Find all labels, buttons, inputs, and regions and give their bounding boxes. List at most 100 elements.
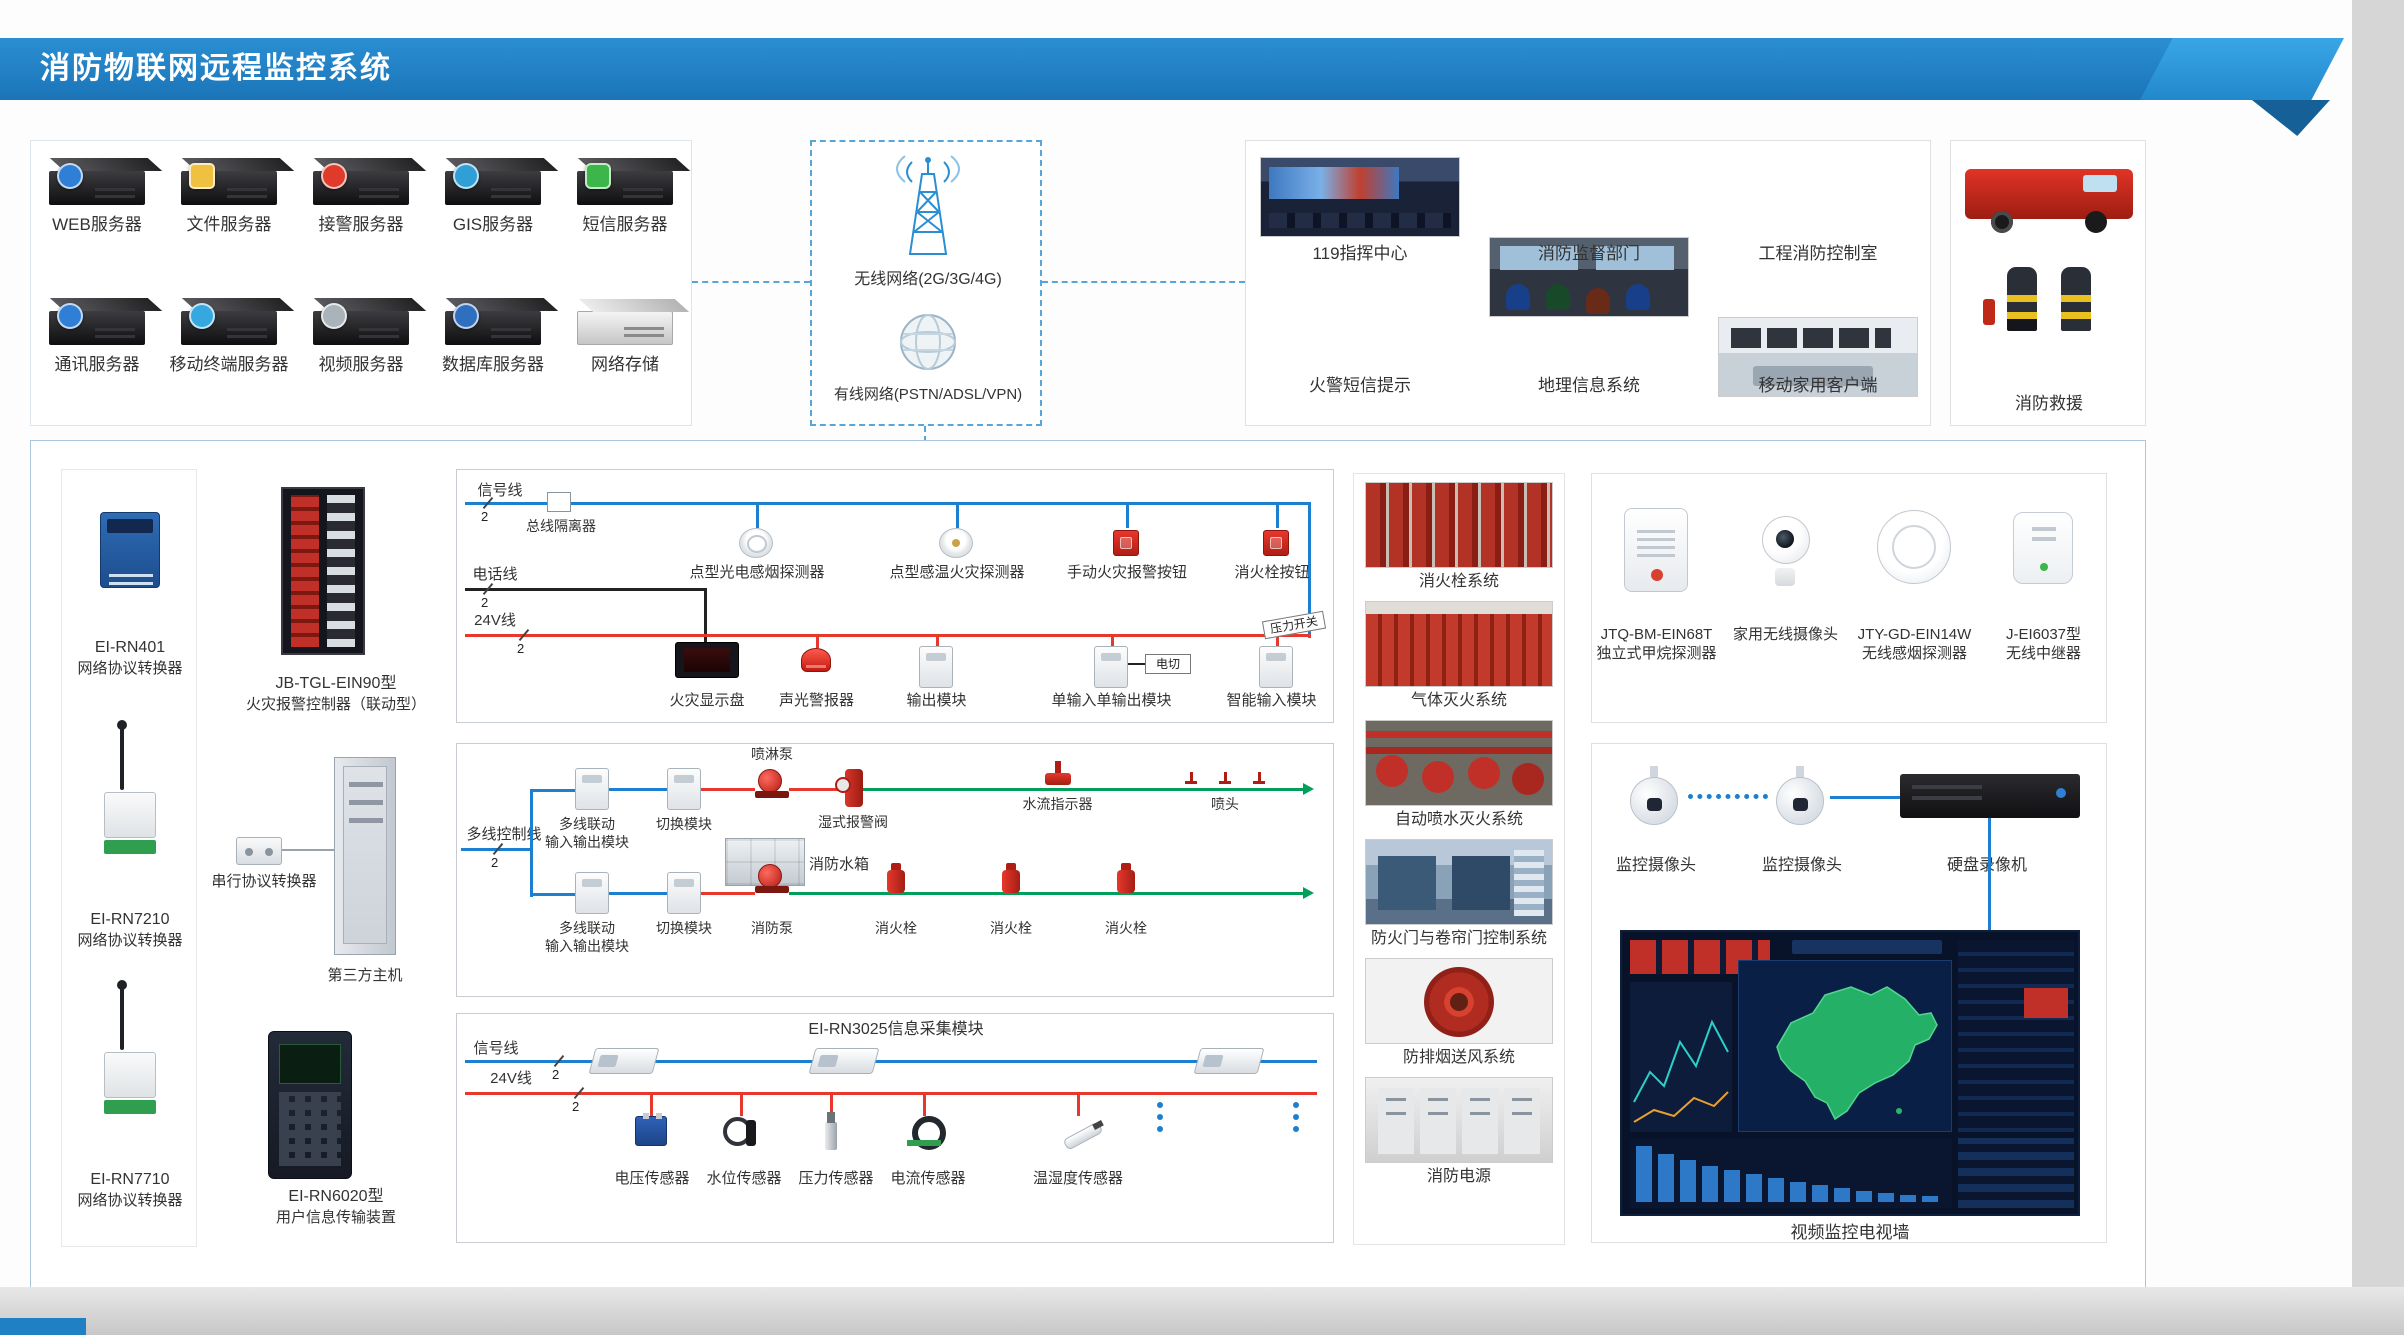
server-cell: 数据库服务器 <box>427 297 559 375</box>
server-label: 网络存储 <box>591 355 659 374</box>
dashboard-title-bar <box>1792 940 1942 954</box>
wireless-device-label: JTY-GD-EIN14W 无线感烟探测器 <box>1857 626 1972 662</box>
serial-converter-icon <box>236 837 282 865</box>
smoke-exhaust-fan-photo <box>1365 958 1553 1044</box>
sounder-strobe-icon <box>801 648 831 672</box>
server-label: 数据库服务器 <box>442 355 544 374</box>
device-label: 输出模块 <box>906 692 967 709</box>
video-server-icon <box>313 303 409 345</box>
device-stub <box>1276 505 1279 528</box>
system-label: 自动喷水灭火系统 <box>1394 811 1523 828</box>
multiline-io-module-icon <box>575 872 609 914</box>
device-label: 消火栓按钮 <box>1234 564 1310 581</box>
sensor-label: 温湿度传感器 <box>1032 1170 1123 1187</box>
video-wall-label: 视频监控电视墙 <box>1790 1223 1910 1242</box>
controller-name: 火灾报警控制器（联动型） <box>245 696 426 713</box>
third-party-host-label: 第三方主机 <box>327 967 403 984</box>
dashboard-line-charts <box>1630 982 1732 1132</box>
device-label: 水流指示器 <box>1022 796 1093 812</box>
water-level-sensor-icon <box>723 1114 759 1148</box>
wire-count-tick: 2 <box>572 1086 590 1116</box>
header-accent-ribbon <box>2140 38 2344 100</box>
database-server-icon <box>445 303 541 345</box>
wireless-device-label: JTQ-BM-EIN68T 独立式甲烷探测器 <box>1596 626 1717 662</box>
device-stub <box>1276 636 1279 648</box>
wire <box>609 788 667 791</box>
ei-rn6020-device-icon <box>268 1031 352 1179</box>
wire-count-tick: 2 <box>481 582 499 612</box>
fire-alarm-controller-icon <box>281 487 365 655</box>
camera-label: 监控摄像头 <box>1761 857 1842 874</box>
globe-icon <box>453 163 479 189</box>
system-label: 防排烟送风系统 <box>1402 1049 1515 1066</box>
system-label: 防火门与卷帘门控制系统 <box>1370 930 1547 947</box>
device-stub <box>816 636 819 648</box>
film-reel-icon <box>321 303 347 329</box>
controller-column: JB-TGL-EIN90型 火灾报警控制器（联动型） 串行协议转换器 第三方主机… <box>211 469 446 1247</box>
folder-icon <box>189 163 215 189</box>
server-label: 接警服务器 <box>318 215 404 234</box>
extinguisher-icon <box>1983 299 1995 325</box>
device-label: 单输入单输出模块 <box>1051 692 1172 709</box>
network-storage-icon <box>577 311 673 345</box>
server-cell: 视频服务器 <box>295 297 427 375</box>
collector-module-icon <box>588 1048 660 1074</box>
sensor-label: 电压传感器 <box>614 1170 690 1187</box>
sensor-stub <box>830 1094 833 1116</box>
system-item: 气体灭火系统 <box>1356 601 1562 711</box>
ei-rn7710-device-icon <box>90 980 170 1132</box>
server-cell: 通讯服务器 <box>31 297 163 375</box>
wire <box>701 892 755 895</box>
controller-model: JB-TGL-EIN90型 <box>275 675 397 692</box>
device-stub <box>756 505 759 528</box>
water-tank-label: 消防水箱 <box>809 856 870 873</box>
camera-label: 监控摄像头 <box>1615 857 1696 874</box>
power-cut-tag: 电切 <box>1145 654 1191 674</box>
sensor-stub <box>923 1094 926 1116</box>
voltage-sensor-icon <box>635 1113 667 1146</box>
pressure-sensor-icon <box>823 1112 839 1150</box>
fire-power-supply-photo <box>1365 1077 1553 1163</box>
phone-line <box>465 588 707 591</box>
fire-door-control-photo <box>1365 839 1553 925</box>
power-bus-line <box>465 1092 1317 1095</box>
wire-count-tick: 2 <box>481 496 499 526</box>
converter-name: 网络协议转换器 <box>77 1192 183 1209</box>
firefighters-icon <box>1973 257 2125 343</box>
china-map-shape <box>1776 986 1938 1121</box>
device-label: 消火栓 <box>990 920 1032 936</box>
server-cell: GIS服务器 <box>427 157 559 235</box>
phone-line-label: 电话线 <box>472 566 518 583</box>
alarm-beacon-icon <box>321 163 347 189</box>
sensor-stub <box>1077 1094 1080 1116</box>
dashboard-data-table <box>1958 940 2074 1132</box>
systems-column: 消火栓系统 气体灭火系统 自动喷水灭火系统 防火门与卷帘门控制系统 防排烟送风系… <box>1353 473 1565 1245</box>
switch-module-icon <box>667 768 701 810</box>
hydrant-icon <box>1115 863 1137 893</box>
server-cell: 短信服务器 <box>559 157 691 235</box>
water-system-panel: 多线控制线 2 多线联动 输入输出模块 切换模块 喷淋泵 湿式报警阀 水流指示器… <box>456 743 1334 997</box>
io-module-icon <box>1094 646 1128 688</box>
monitoring-label: 移动家用客户端 <box>1758 376 1878 395</box>
sensor-stub <box>740 1094 743 1116</box>
smoke-detector-icon <box>739 528 773 558</box>
multiline-bus-riser <box>530 789 533 897</box>
dashboard-bottom-table <box>1958 1138 2074 1208</box>
gas-suppression-photo <box>1365 601 1553 687</box>
bus-isolator-label: 总线隔离器 <box>526 518 596 534</box>
device-label: 火灾显示盘 <box>669 692 745 709</box>
ptz-camera-icon <box>1626 766 1682 832</box>
server-cell: 网络存储 <box>559 297 691 375</box>
comm-server-icon <box>49 303 145 345</box>
mobile-icon <box>189 303 215 329</box>
sprinkler-pipe <box>863 788 1303 791</box>
file-server-icon <box>181 163 277 205</box>
home-camera-icon <box>1758 514 1812 586</box>
signal-line-label: 信号线 <box>477 482 523 499</box>
system-item: 防排烟送风系统 <box>1356 958 1562 1068</box>
system-item: 防火门与卷帘门控制系统 <box>1356 839 1562 949</box>
wire <box>789 788 845 791</box>
continuation-dots <box>1157 1102 1163 1108</box>
signal-bus-line <box>465 1060 1317 1063</box>
system-label: 消火栓系统 <box>1418 573 1499 590</box>
